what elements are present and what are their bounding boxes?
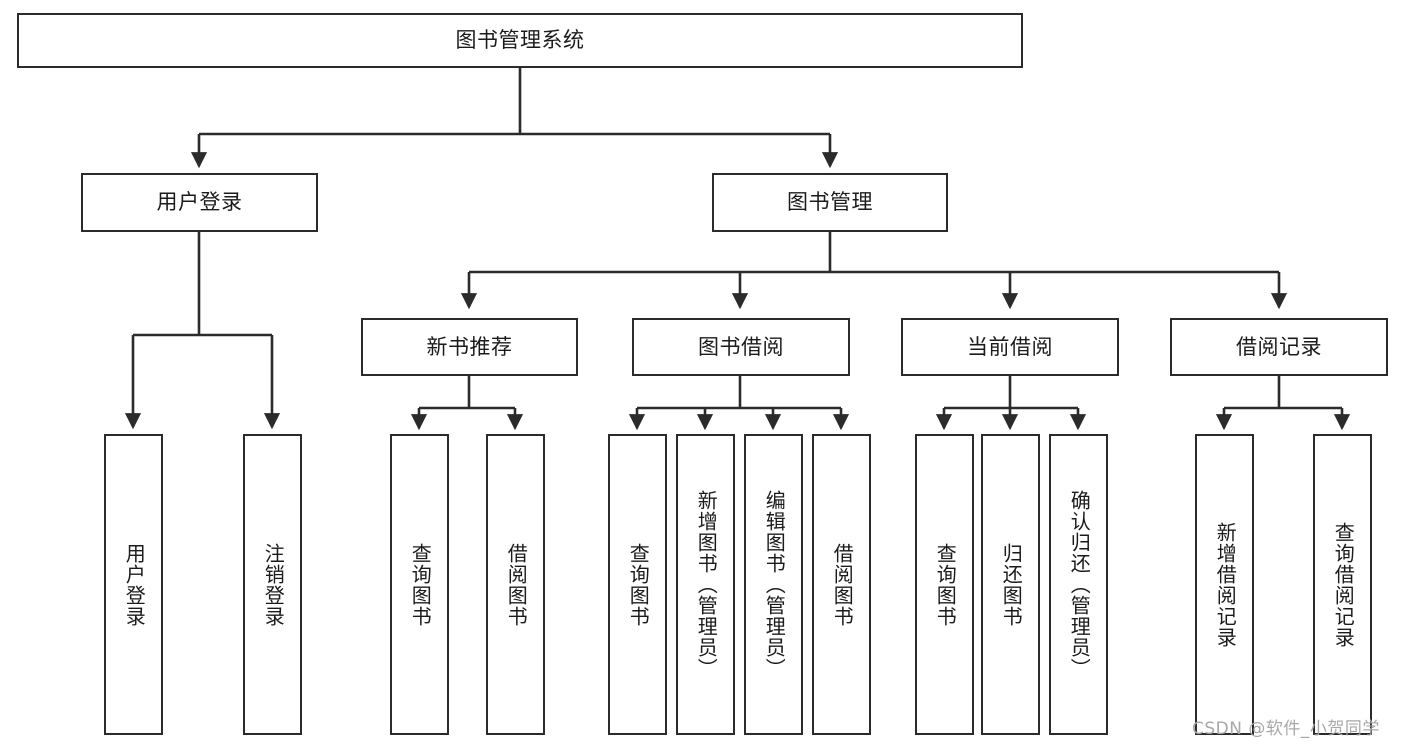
leaf-borrow-record-add[interactable]: 新增借阅记录 [1195, 434, 1254, 735]
leaf-label: 查询图书 [408, 542, 433, 627]
leaf-label: 注销登录 [261, 542, 286, 627]
node-new-book-recommend[interactable]: 新书推荐 [361, 318, 578, 376]
node-book-borrow[interactable]: 图书借阅 [632, 318, 850, 376]
leaf-book-borrow-add[interactable]: 新增图书（管理员） [676, 434, 735, 735]
node-current-borrow-label: 当前借阅 [967, 334, 1053, 359]
leaf-new-book-borrow[interactable]: 借阅图书 [486, 434, 545, 735]
leaf-label: 借阅图书 [504, 542, 529, 627]
leaf-current-borrow-return[interactable]: 归还图书 [981, 434, 1040, 735]
leaf-label: 新增借阅记录 [1213, 521, 1238, 648]
node-user-login-label: 用户登录 [156, 190, 243, 215]
node-root-label: 图书管理系统 [455, 28, 585, 53]
leaf-user-login-logout[interactable]: 注销登录 [243, 434, 302, 735]
node-borrow-record-label: 借阅记录 [1236, 334, 1322, 359]
leaf-current-borrow-confirm[interactable]: 确认归还（管理员） [1049, 434, 1108, 735]
leaf-label: 用户登录 [122, 542, 147, 627]
node-new-book-recommend-label: 新书推荐 [426, 334, 513, 359]
leaf-label: 新增图书（管理员） [694, 490, 719, 679]
leaf-label: 编辑图书（管理员） [762, 490, 787, 679]
leaf-book-borrow-edit[interactable]: 编辑图书（管理员） [744, 434, 803, 735]
node-book-borrow-label: 图书借阅 [698, 334, 784, 359]
watermark: CSDN @软件_小贺同学 [1192, 719, 1380, 739]
node-borrow-record[interactable]: 借阅记录 [1170, 318, 1388, 376]
leaf-label: 借阅图书 [830, 542, 855, 627]
leaf-user-login-login[interactable]: 用户登录 [104, 434, 163, 735]
leaf-label: 确认归还（管理员） [1067, 490, 1092, 679]
leaf-current-borrow-query[interactable]: 查询图书 [915, 434, 974, 735]
node-user-login[interactable]: 用户登录 [81, 173, 318, 232]
leaf-label: 查询借阅记录 [1331, 521, 1356, 648]
leaf-label: 查询图书 [626, 542, 651, 627]
leaf-book-borrow-query[interactable]: 查询图书 [608, 434, 667, 735]
leaf-new-book-query[interactable]: 查询图书 [390, 434, 449, 735]
node-book-management-label: 图书管理 [787, 190, 873, 215]
node-root[interactable]: 图书管理系统 [17, 13, 1023, 68]
leaf-label: 查询图书 [933, 542, 958, 627]
leaf-label: 归还图书 [999, 542, 1024, 627]
leaf-book-borrow-borrow[interactable]: 借阅图书 [812, 434, 871, 735]
node-current-borrow[interactable]: 当前借阅 [901, 318, 1119, 376]
node-book-management[interactable]: 图书管理 [712, 173, 948, 232]
leaf-borrow-record-query[interactable]: 查询借阅记录 [1313, 434, 1372, 735]
